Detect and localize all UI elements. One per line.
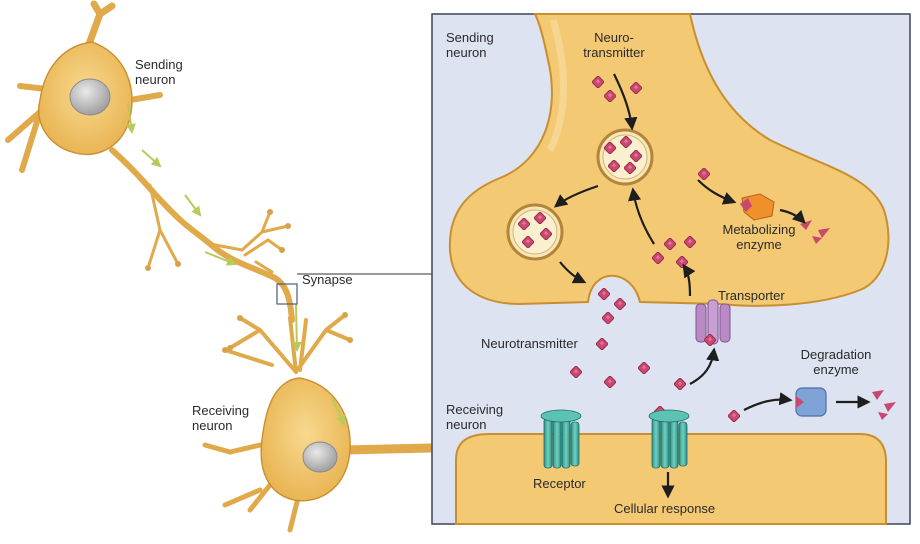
process-arrows: [553, 73, 871, 499]
vesicle: [506, 203, 564, 261]
receptor: [648, 409, 690, 469]
receptor: [540, 409, 582, 469]
synapse-detail-panel: [431, 13, 911, 525]
receptor-label: Receptor: [533, 476, 586, 491]
synapse-label: Synapse: [302, 272, 353, 287]
synapse-highlight-box: [276, 283, 298, 305]
metabolizing-enzyme: [740, 193, 775, 221]
cellular-response-label: Cellular response: [614, 501, 716, 516]
sending-neuron: [5, 0, 295, 323]
receiving-neuron: [202, 303, 437, 533]
degradation-enzyme-label: Degradation enzyme: [800, 347, 872, 377]
neurotransmitter-cleft-label: Neurotransmitter: [481, 336, 578, 351]
transporter: [695, 299, 731, 345]
detail-receiving-neuron-label: Receiving neuron: [446, 402, 504, 432]
neurotransmitter-top-label: Neuro- transmitter: [583, 30, 645, 60]
degradation-enzyme: [795, 387, 827, 417]
receiving-neuron-label: Receiving neuron: [192, 403, 250, 433]
detail-sending-neuron-label: Sending neuron: [446, 30, 494, 60]
metabolizing-enzyme-label: Metabolizing enzyme: [722, 222, 796, 252]
sending-neuron-label: Sending neuron: [135, 57, 183, 87]
transporter-label: Transporter: [718, 288, 785, 303]
